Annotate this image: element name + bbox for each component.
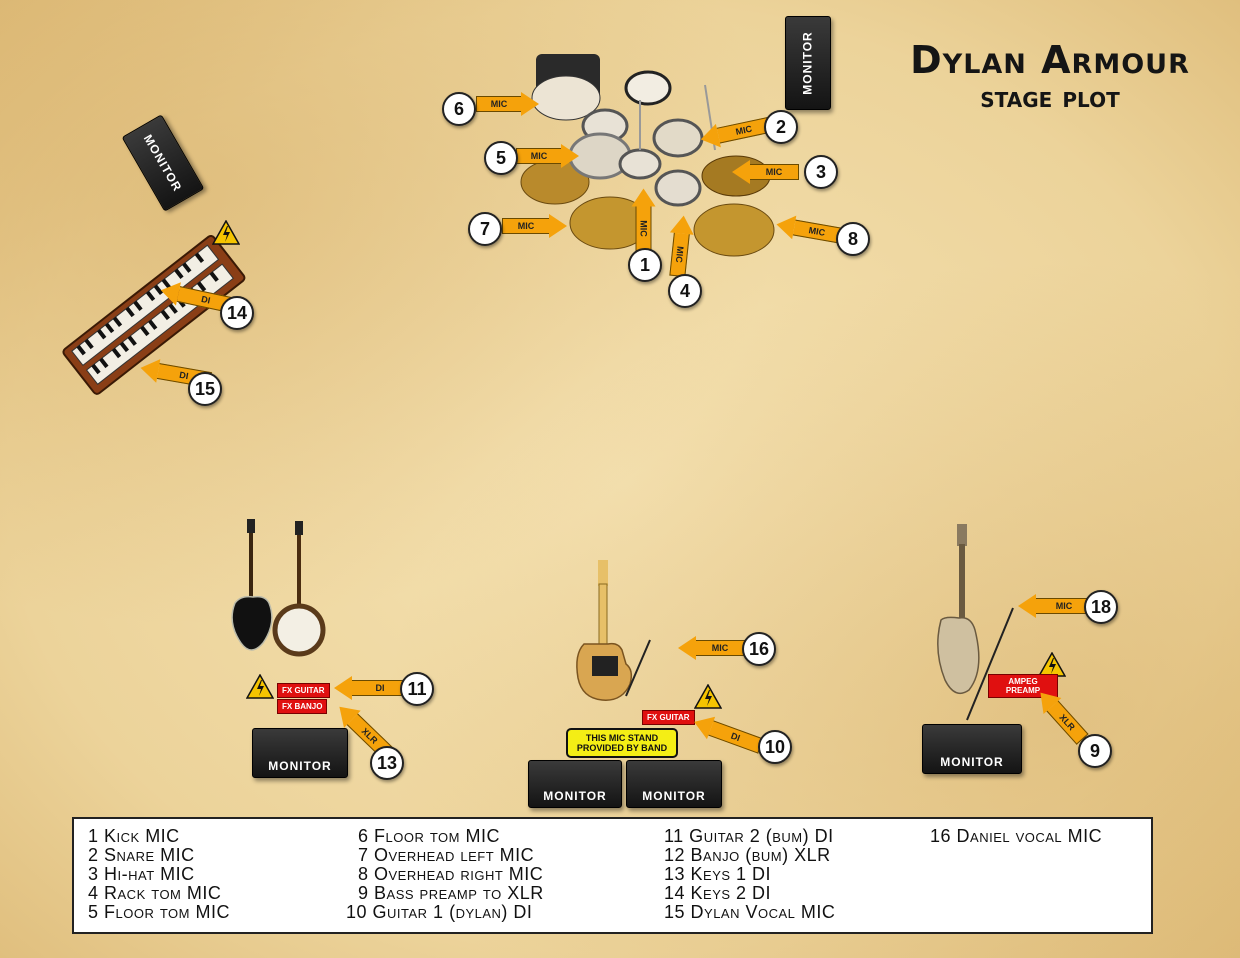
legend-item: 15 Dylan Vocal MIC — [664, 902, 836, 922]
channel-16: 16 — [742, 632, 776, 666]
channel-3: 3 — [804, 155, 838, 189]
floor-tom — [568, 132, 632, 180]
arrow-label: MIC — [476, 96, 521, 112]
monitor-center-left: MONITOR — [528, 760, 622, 808]
legend-item: 16 Daniel vocal MIC — [930, 826, 1103, 846]
arrow-3: MIC — [732, 160, 799, 184]
monitor-label: MONITOR — [141, 132, 185, 194]
channel-1: 1 — [628, 248, 662, 282]
warning-icon — [694, 684, 722, 709]
stage-plot-title: Dylan Armour stage plot — [900, 38, 1200, 114]
legend-item: 10 Guitar 1 (dylan) DI — [346, 902, 533, 922]
monitor-label: MONITOR — [801, 31, 816, 95]
arrow-5: MIC — [516, 144, 579, 168]
legend-item: 2 Snare MIC — [88, 845, 195, 865]
monitor-keys: MONITOR — [121, 114, 205, 212]
legend-item: 13 Keys 1 DI — [664, 864, 772, 884]
channel-14: 14 — [220, 296, 254, 330]
snare-center — [618, 148, 662, 180]
fx-guitar-tag-center: FX GUITAR — [642, 710, 695, 725]
channel-7: 7 — [468, 212, 502, 246]
channel-15: 15 — [188, 372, 222, 406]
legend-item: 5 Floor tom MIC — [88, 902, 230, 922]
ampeg-preamp-tag: AMPEG PREAMP — [988, 674, 1058, 698]
monitor-drums: MONITOR — [785, 16, 831, 110]
fx-banjo-tag: FX BANJO — [277, 699, 328, 714]
arrow-10: DI — [690, 710, 765, 758]
channel-2: 2 — [764, 110, 798, 144]
banjo — [272, 603, 326, 657]
arrow-1: MIC — [631, 188, 656, 252]
channel-legend: 1 Kick MIC 2 Snare MIC 3 Hi-hat MIC 4 Ra… — [72, 817, 1153, 934]
monitor-left: MONITOR — [252, 728, 348, 778]
legend-item: 12 Banjo (bum) XLR — [664, 845, 831, 865]
title-line-1: Dylan Armour — [910, 38, 1190, 82]
monitor-label: MONITOR — [940, 755, 1004, 769]
legend-column-3: 11 Guitar 2 (bum) DI 12 Banjo (bum) XLR … — [664, 827, 835, 922]
channel-4: 4 — [668, 274, 702, 308]
telecaster-guitar — [576, 560, 651, 701]
arrow-label: MIC — [635, 206, 652, 252]
title-line-2: stage plot — [980, 80, 1120, 114]
arrow-16: MIC — [678, 636, 745, 660]
arrow-6: MIC — [476, 92, 539, 116]
channel-10: 10 — [758, 730, 792, 764]
rack-tom-right — [652, 118, 704, 158]
channel-8: 8 — [836, 222, 870, 256]
monitor-label: MONITOR — [642, 789, 706, 803]
drum-kit — [520, 54, 775, 257]
channel-13: 13 — [370, 746, 404, 780]
arrow-label: MIC — [792, 219, 842, 244]
snare-drum — [654, 169, 702, 207]
legend-item: 11 Guitar 2 (bum) DI — [664, 826, 834, 846]
arrow-label: MIC — [516, 148, 561, 164]
warning-icon — [246, 674, 274, 699]
arrow-label: MIC — [669, 232, 690, 278]
cymbal-crash-right — [693, 203, 775, 257]
arrow-7: MIC — [502, 214, 567, 238]
legend-column-1: 1 Kick MIC 2 Snare MIC 3 Hi-hat MIC 4 Ra… — [88, 827, 230, 922]
arrow-11: DI — [334, 676, 409, 700]
legend-column-4: 16 Daniel vocal MIC — [930, 827, 1102, 846]
channel-9: 9 — [1078, 734, 1112, 768]
mic-stand-note: THIS MIC STAND PROVIDED BY BAND — [566, 728, 678, 758]
small-tom — [624, 70, 672, 106]
legend-item: 6 Floor tom MIC — [358, 826, 500, 846]
channel-6: 6 — [442, 92, 476, 126]
organ — [62, 234, 246, 395]
channel-18: 18 — [1084, 590, 1118, 624]
legend-item: 7 Overhead left MIC — [358, 845, 535, 865]
legend-item: 8 Overhead right MIC — [358, 864, 544, 884]
legend-item: 14 Keys 2 DI — [664, 883, 772, 903]
legend-item: 1 Kick MIC — [88, 826, 180, 846]
monitor-right: MONITOR — [922, 724, 1022, 774]
arrow-18: MIC — [1018, 594, 1093, 618]
channel-11: 11 — [400, 672, 434, 706]
legend-column-2: 6 Floor tom MIC 7 Overhead left MIC 8 Ov… — [346, 827, 544, 922]
monitor-label: MONITOR — [268, 759, 332, 773]
arrow-label: MIC — [750, 164, 799, 180]
monitor-center-right: MONITOR — [626, 760, 722, 808]
warning-icon — [212, 220, 240, 245]
legend-item: 4 Rack tom MIC — [88, 883, 222, 903]
fx-guitar-tag: FX GUITAR — [277, 683, 330, 698]
legend-item: 3 Hi-hat MIC — [88, 864, 195, 884]
legend-item: 9 Bass preamp to XLR — [358, 883, 544, 903]
arrow-label: DI — [708, 720, 764, 754]
arrow-label: MIC — [502, 218, 549, 234]
arrow-label: MIC — [696, 640, 745, 656]
channel-5: 5 — [484, 141, 518, 175]
bass-guitar — [937, 524, 1014, 721]
monitor-label: MONITOR — [543, 789, 607, 803]
guitars-left — [231, 519, 326, 657]
les-paul-guitar — [231, 595, 273, 651]
